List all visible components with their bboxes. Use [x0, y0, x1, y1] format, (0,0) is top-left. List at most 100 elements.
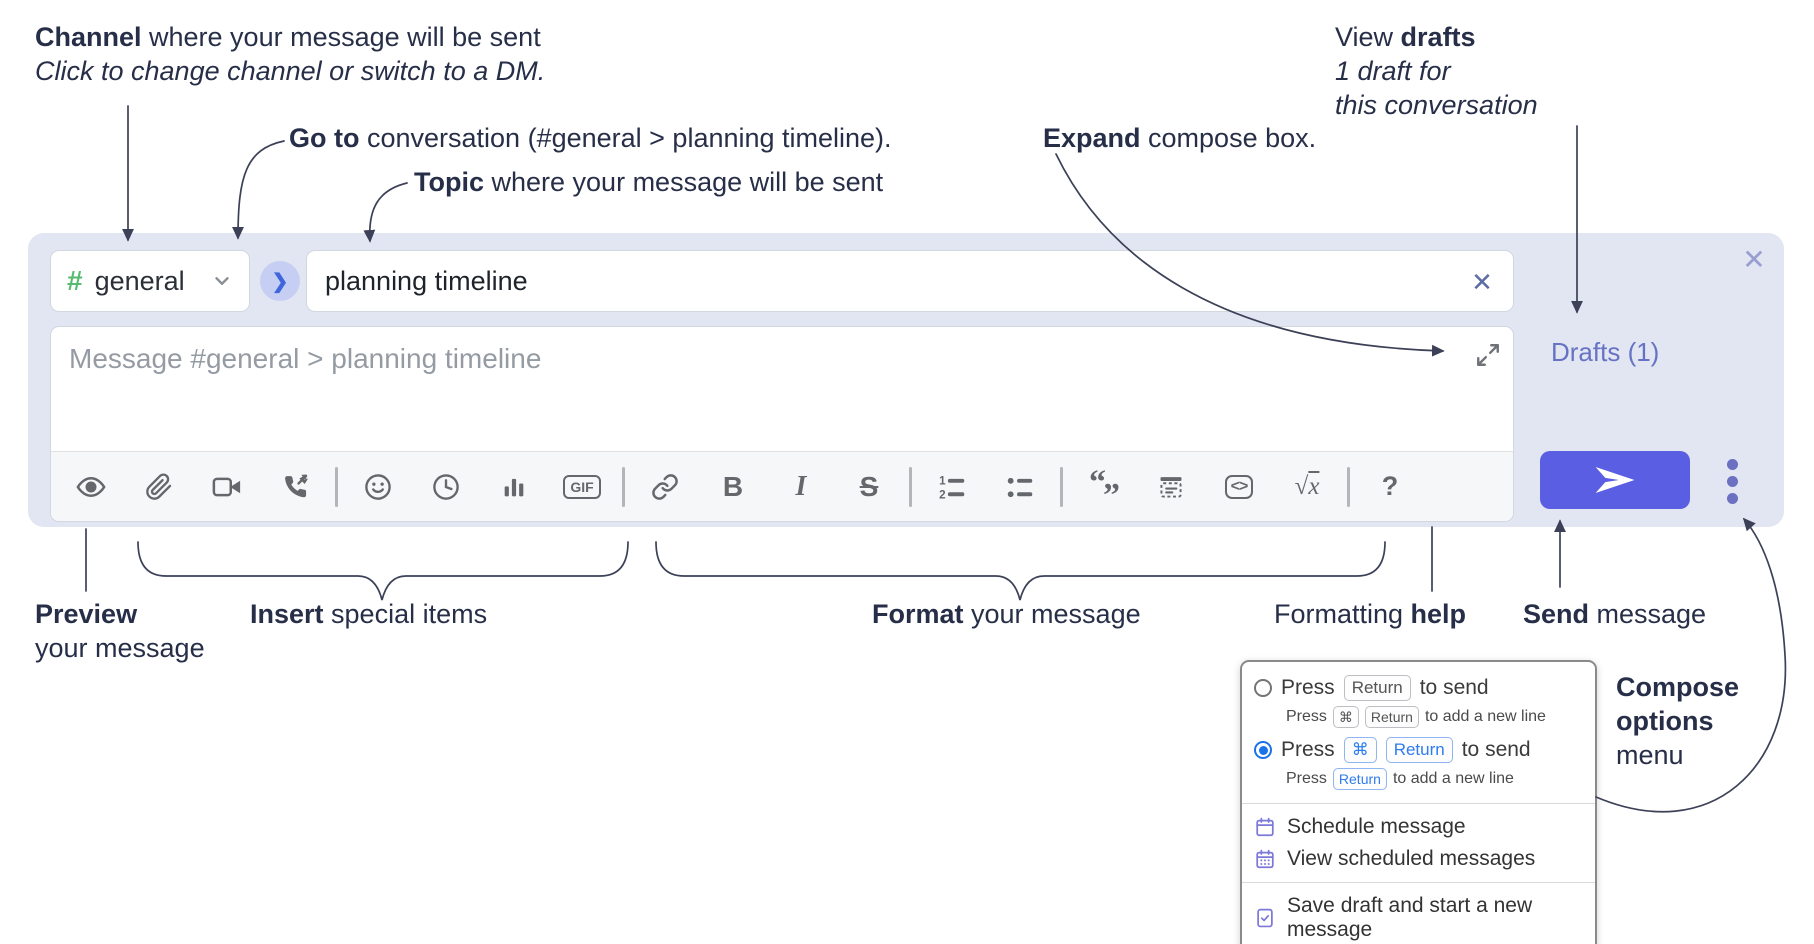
menu-item-label: View scheduled messages — [1287, 847, 1536, 870]
annotation-view-drafts-line2: 1 draft for — [1335, 56, 1451, 86]
option1-pre: Press — [1281, 676, 1335, 699]
label-preview-bold: Preview — [35, 599, 138, 629]
menu-item-view-scheduled-messages[interactable]: View scheduled messages — [1242, 843, 1595, 875]
option-return-to-send[interactable]: Press Return to send — [1242, 672, 1595, 703]
svg-text:1: 1 — [939, 474, 946, 487]
label-format-rest: your message — [963, 599, 1141, 629]
radio-selected-icon[interactable] — [1254, 741, 1272, 759]
expand-compose-icon[interactable] — [1473, 341, 1503, 371]
kbd-return-blue: Return — [1332, 768, 1387, 790]
option2-pre: Press — [1281, 738, 1335, 761]
formatting-help-icon[interactable]: ? — [1362, 464, 1418, 510]
spoiler-icon[interactable] — [1143, 464, 1199, 510]
annotation-goto-bold: Go to — [289, 123, 360, 153]
close-compose-icon[interactable]: ✕ — [1734, 239, 1774, 279]
label-formatting-help: Formatting help — [1274, 597, 1466, 631]
draft-save-icon — [1254, 907, 1276, 929]
label-preview-line2: your message — [35, 633, 205, 663]
label-insert-bold: Insert — [250, 599, 324, 629]
topic-input[interactable] — [307, 251, 1513, 311]
kbd-return-blue: Return — [1385, 737, 1453, 763]
code-icon[interactable]: <> — [1211, 464, 1267, 510]
channel-selector[interactable]: # general — [50, 250, 250, 312]
gif-icon[interactable]: GIF — [554, 464, 610, 510]
calendar-grid-icon — [1254, 848, 1276, 870]
compose-box: # general ❯ ✕ — [28, 233, 1784, 527]
label-compose-options: Compose options menu — [1616, 670, 1739, 772]
chevron-right-icon: ❯ — [271, 270, 289, 293]
drafts-link[interactable]: Drafts (1) — [1551, 337, 1660, 367]
annotation-channel-line2: Click to change channel or switch to a D… — [35, 56, 546, 86]
toolbar-divider — [335, 466, 338, 507]
strikethrough-icon[interactable]: S — [841, 464, 897, 510]
option2-post: to send — [1461, 738, 1531, 761]
label-formatting-help-bold: help — [1410, 599, 1467, 629]
connector-goto — [232, 140, 285, 240]
topic-input-wrapper: ✕ — [306, 250, 1514, 312]
menu-item-schedule-message[interactable]: Schedule message — [1242, 811, 1595, 843]
annotation-channel-rest: where your message will be sent — [141, 22, 541, 52]
annotation-goto-rest: conversation (#general > planning timeli… — [359, 123, 892, 153]
video-call-icon[interactable] — [199, 464, 255, 510]
label-send-rest: message — [1589, 599, 1707, 629]
calendar-icon — [1254, 816, 1276, 838]
paper-plane-icon — [1593, 465, 1637, 495]
link-icon[interactable] — [637, 464, 693, 510]
annotation-view-drafts: View drafts 1 draft for this conversatio… — [1335, 20, 1538, 122]
label-formatting-help-pre: Formatting — [1274, 599, 1411, 629]
toolbar-divider — [1060, 466, 1063, 507]
emoji-icon[interactable] — [350, 464, 406, 510]
kbd-return: Return — [1364, 706, 1419, 728]
bulleted-list-icon[interactable] — [992, 464, 1048, 510]
clear-topic-button[interactable]: ✕ — [1465, 265, 1499, 299]
label-compose-options-l3: menu — [1616, 740, 1684, 770]
annotation-view-drafts-line3: this conversation — [1335, 90, 1538, 120]
menu-item-label: Save draft and start a new message — [1287, 894, 1533, 941]
menu-item-save-draft-new-message[interactable]: Save draft and start a new message — [1242, 890, 1595, 944]
menu-divider — [1242, 882, 1595, 883]
label-compose-options-l2: options — [1616, 706, 1714, 736]
menu-item-label: Schedule message — [1287, 815, 1466, 838]
message-box: GIF B I S 12 — [50, 326, 1514, 522]
kbd-return: Return — [1343, 675, 1411, 701]
bold-icon[interactable]: B — [705, 464, 761, 510]
chevron-down-icon — [211, 270, 233, 292]
voice-call-icon[interactable] — [267, 464, 323, 510]
svg-text:2: 2 — [939, 488, 946, 500]
channel-name: general — [94, 265, 185, 296]
radio-unselected-icon[interactable] — [1254, 679, 1272, 697]
channel-hash-icon: # — [67, 265, 83, 296]
math-latex-icon[interactable]: √x — [1279, 464, 1335, 510]
annotation-expand-rest: compose box. — [1140, 123, 1317, 153]
quote-icon[interactable]: “” — [1075, 464, 1131, 514]
kbd-cmd: ⌘ — [1332, 706, 1359, 728]
label-send: Send message — [1523, 597, 1706, 631]
toolbar-divider — [622, 466, 625, 507]
label-insert-rest: special items — [323, 599, 488, 629]
option2-subtext: Press Return to add a new line — [1242, 765, 1595, 796]
option1-post: to send — [1419, 676, 1489, 699]
go-to-conversation-button[interactable]: ❯ — [260, 261, 300, 301]
annotation-expand-bold: Expand — [1043, 123, 1141, 153]
brace-format — [655, 541, 1386, 601]
compose-options-menu-icon[interactable] — [1710, 456, 1754, 506]
poll-bar-chart-icon[interactable] — [486, 464, 542, 510]
italic-icon[interactable]: I — [773, 464, 829, 510]
send-button[interactable] — [1540, 451, 1690, 509]
preview-eye-icon[interactable] — [63, 464, 119, 510]
message-input[interactable] — [51, 327, 1513, 451]
label-format: Format your message — [872, 597, 1141, 631]
annotation-expand: Expand compose box. — [1043, 121, 1316, 155]
label-send-bold: Send — [1523, 599, 1590, 629]
option1-subtext: Press ⌘ Return to add a new line — [1242, 703, 1595, 734]
clock-time-icon[interactable] — [418, 464, 474, 510]
label-insert: Insert special items — [250, 597, 487, 631]
label-compose-options-l1: Compose — [1616, 672, 1740, 702]
label-format-bold: Format — [872, 599, 964, 629]
attach-paperclip-icon[interactable] — [131, 464, 187, 510]
option-cmd-return-to-send[interactable]: Press ⌘ Return to send — [1242, 734, 1595, 765]
toolbar-divider — [1347, 466, 1350, 507]
annotation-view-drafts-pre: View — [1335, 22, 1401, 52]
